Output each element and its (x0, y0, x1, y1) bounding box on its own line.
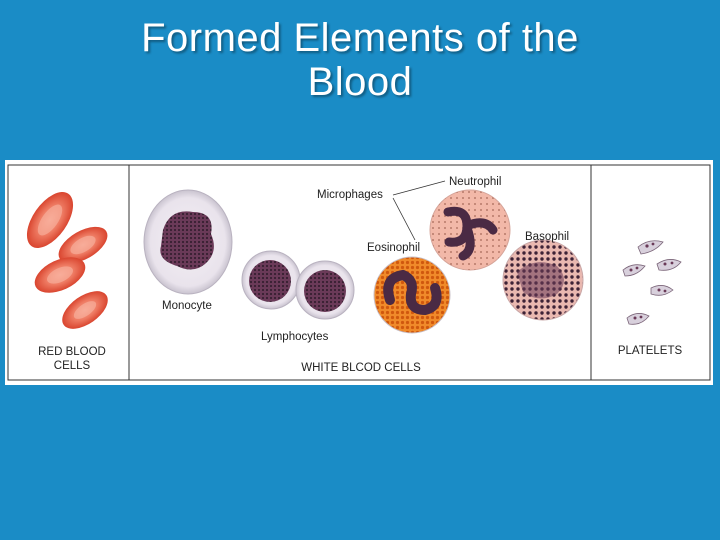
label-red-blood-cells-line-2: CELLS (54, 360, 91, 372)
slide-title-line-1: Formed Elements of the (141, 16, 579, 60)
red-blood-cells (26, 192, 108, 329)
platelet (637, 240, 664, 255)
label-red-blood-cells-line-1: RED BLOOD (38, 346, 106, 358)
label-microphages: Microphages (317, 189, 383, 201)
figure-border (7, 164, 711, 381)
red-blood-cell (34, 257, 86, 293)
label-neutrophil: Neutrophil (449, 176, 501, 188)
label-basophil: Basophil (525, 231, 569, 243)
lymphocyte-cell (241, 250, 301, 310)
pointer-microphages-eosinophil (392, 197, 416, 241)
platelet (656, 259, 682, 271)
pointer-microphages-neutrophil (392, 180, 446, 196)
neutrophil-cell (429, 189, 511, 271)
slide-title: Formed Elements of the Blood (0, 16, 720, 104)
platelets (622, 240, 682, 325)
lymphocyte-cell (295, 260, 355, 320)
red-blood-cell (62, 291, 108, 329)
label-white-blood-cells: WHITE BLCOD CELLS (301, 362, 421, 374)
platelet (626, 313, 650, 325)
basophil-cell (502, 239, 584, 321)
platelet (622, 264, 646, 277)
blood-cells-diagram: RED BLOOD CELLS Monocyte Lymphocytes Eos… (7, 164, 711, 381)
blood-cells-figure: RED BLOOD CELLS Monocyte Lymphocytes Eos… (5, 160, 713, 385)
monocyte-cell (143, 189, 233, 295)
eosinophil-cell (373, 256, 451, 334)
red-blood-cell (26, 192, 74, 248)
platelet (650, 285, 674, 296)
label-lymphocytes: Lymphocytes (261, 331, 329, 343)
label-monocyte: Monocyte (162, 300, 212, 312)
red-blood-cell (58, 226, 108, 264)
label-eosinophil: Eosinophil (367, 242, 420, 254)
slide-title-line-2: Blood (307, 60, 413, 104)
label-platelets: PLATELETS (618, 345, 683, 357)
